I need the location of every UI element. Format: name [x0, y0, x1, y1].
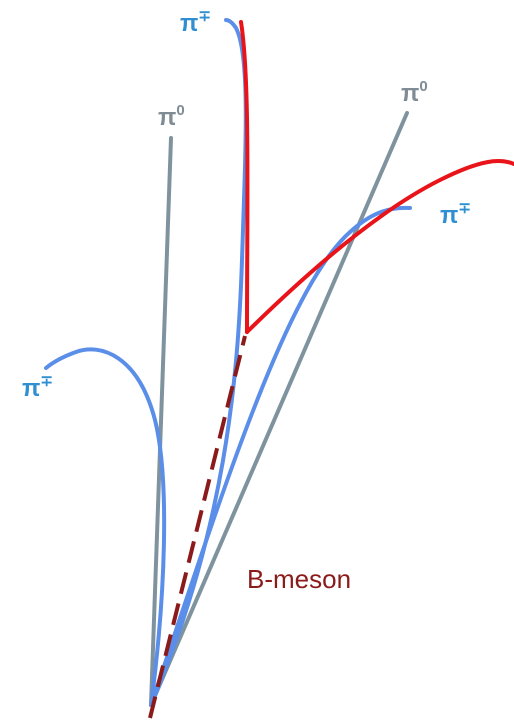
pi-neutral-right-label: π0: [401, 78, 428, 107]
pi-charged-top-label: π∓: [180, 8, 211, 37]
pi-charged-left-label: π∓: [22, 373, 53, 402]
decay-track-right: [247, 161, 514, 332]
b-meson-label: B-meson: [247, 564, 351, 594]
charged-pion-track-left: [46, 349, 164, 705]
pi-charged-right-label: π∓: [440, 200, 471, 229]
neutral-pion-track-right: [151, 113, 407, 705]
pi-neutral-left-label: π0: [158, 102, 185, 131]
charged-pion-track-right: [151, 208, 410, 705]
